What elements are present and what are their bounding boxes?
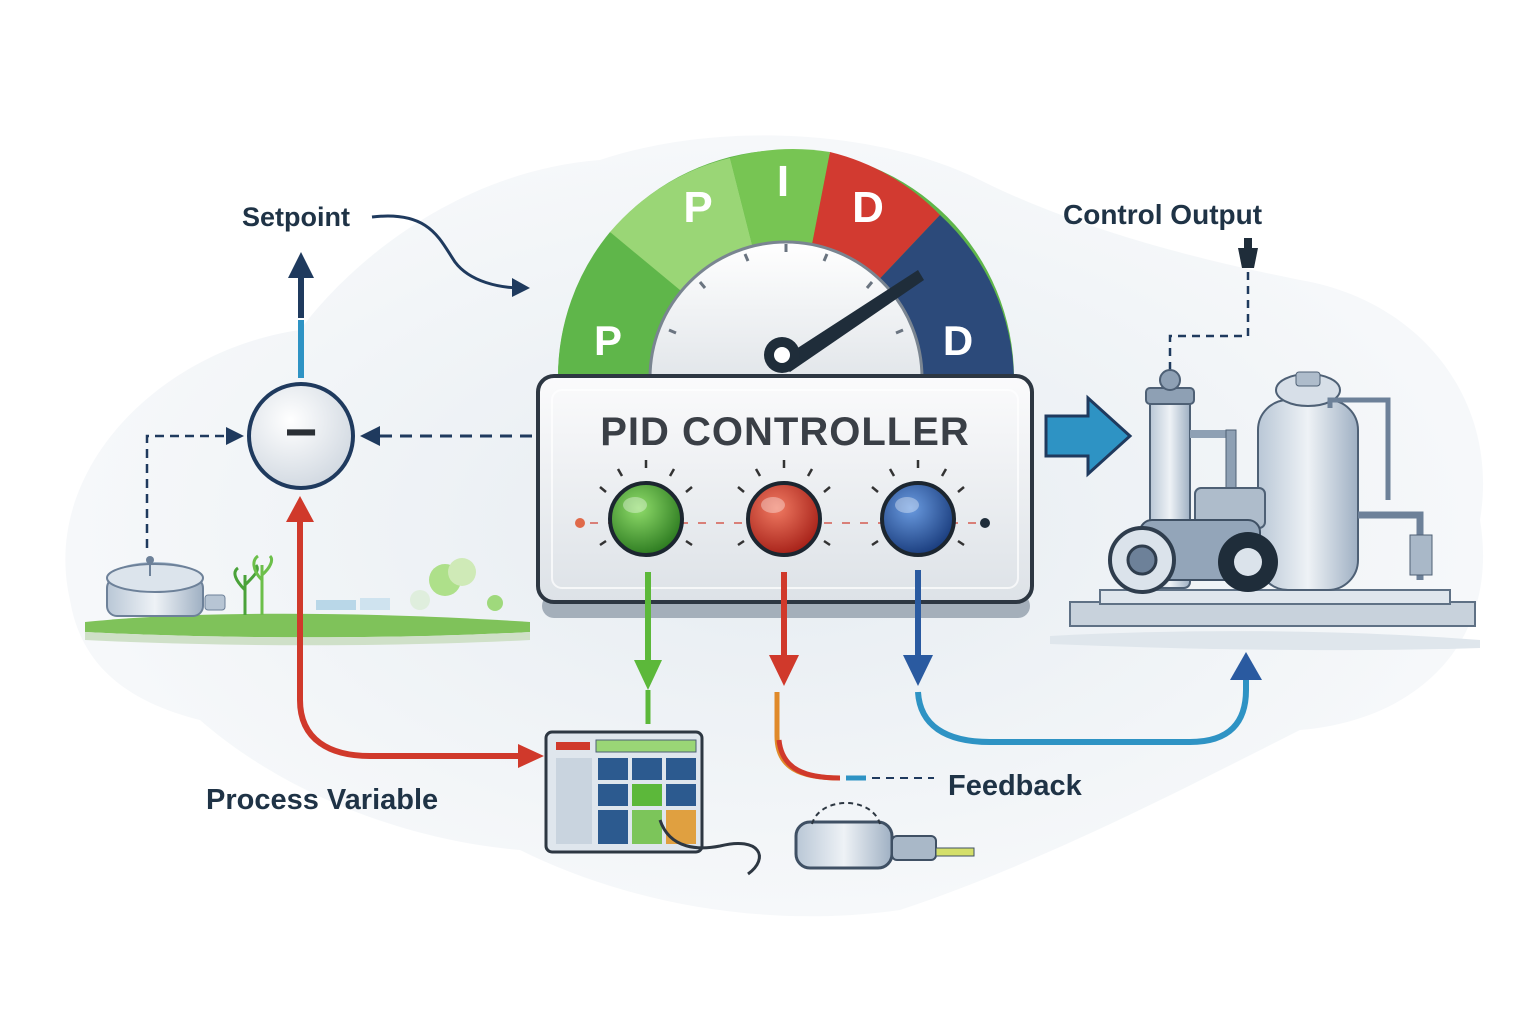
p-output-arrow: [634, 572, 662, 724]
process-variable-loop: [286, 496, 544, 768]
pid-gauge: P P I D D: [557, 149, 1014, 380]
dashed-feed-right: [360, 426, 532, 446]
feedback-label: Feedback: [948, 770, 1082, 802]
ground-strip-left: [85, 613, 530, 646]
setpoint-arrow: [371, 214, 530, 297]
junction-up-arrow: [288, 252, 314, 378]
output-arrow: [1044, 394, 1133, 478]
d-output-loop: [903, 570, 1262, 745]
knob-d[interactable]: [871, 460, 965, 557]
control-output-connector: [1168, 238, 1258, 370]
controller-title: PID CONTROLLER: [600, 410, 970, 454]
dashed-feed-left: [145, 427, 244, 548]
gauge-letter-p-lower: P: [594, 317, 622, 364]
ground-strip-right: [1050, 631, 1480, 651]
gauge-letter-i: I: [777, 157, 789, 206]
setpoint-label: Setpoint: [242, 202, 350, 232]
minus-sign: −: [285, 400, 318, 463]
monitor-panel: [544, 730, 761, 876]
knob-p[interactable]: [599, 460, 693, 557]
plants-left: [233, 554, 503, 615]
process-variable-label: Process Variable: [206, 784, 439, 816]
gauge-letter-d-upper: D: [852, 183, 884, 232]
i-output-arrow: [769, 572, 934, 781]
summing-junction: −: [247, 382, 355, 490]
knob-i[interactable]: [737, 460, 831, 557]
storage-tank-left: [106, 556, 226, 617]
gauge-letter-d-lower: D: [943, 317, 973, 364]
control-output-label: Control Output: [1063, 199, 1263, 230]
sensor-device: [794, 802, 975, 870]
gauge-letter-p-upper: P: [683, 183, 712, 232]
gauge-needle: [764, 270, 924, 373]
industrial-machinery: [1069, 369, 1476, 627]
